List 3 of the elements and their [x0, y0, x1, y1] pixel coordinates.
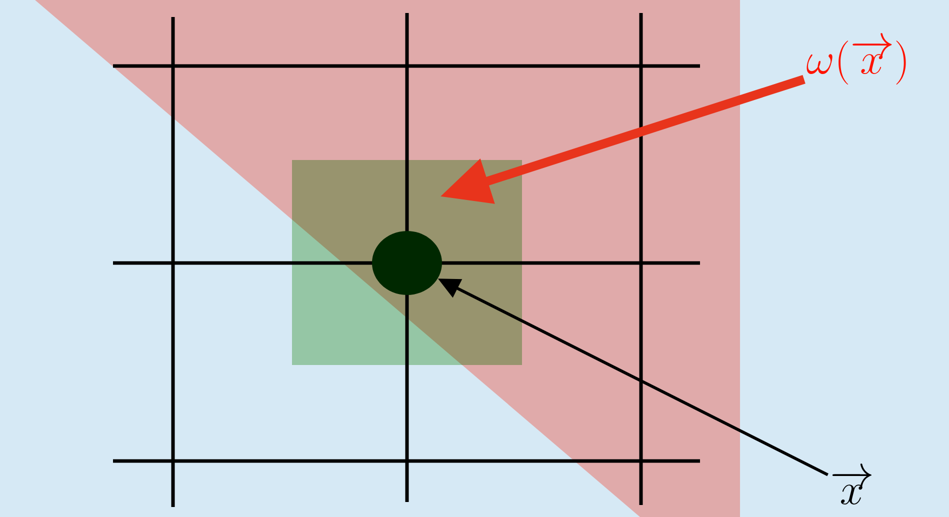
formula-label: $\omega(\overrightarrow{x})$: [806, 33, 906, 85]
formula-label: $\overrightarrow{x}$: [832, 464, 872, 504]
point-dot: [372, 231, 442, 295]
